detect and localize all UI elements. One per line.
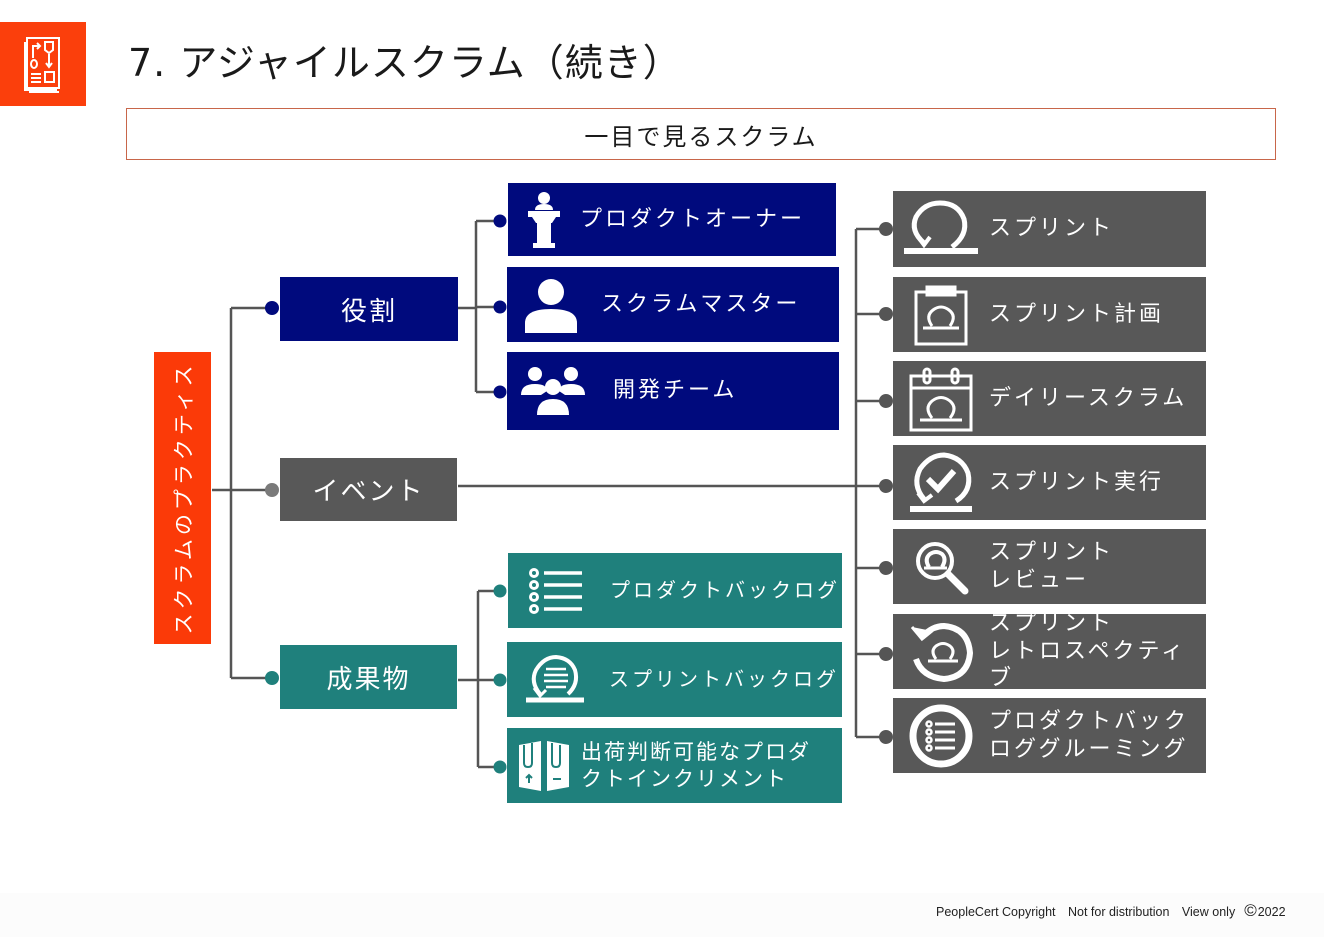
event-backlog-grooming: プロダクトバック ロググルーミング bbox=[893, 698, 1206, 773]
artifact-product-backlog: プロダクトバックログ bbox=[508, 553, 842, 628]
page-title: 7. アジャイルスクラム（続き） bbox=[128, 41, 682, 85]
event-sprint-execution: スプリント実行 bbox=[893, 445, 1206, 520]
roles-branch bbox=[458, 219, 500, 394]
category-artifacts: 成果物 bbox=[280, 645, 457, 709]
magnifier-sprint-icon bbox=[893, 537, 989, 597]
role-development-team-label: 開発チーム bbox=[613, 378, 738, 404]
team-icon bbox=[507, 365, 599, 417]
footer-copyright: PeopleCert Copyright bbox=[936, 905, 1056, 919]
artifact-product-backlog-label: プロダクトバックログ bbox=[610, 578, 840, 602]
events-branch bbox=[458, 227, 886, 739]
category-events-label: イベント bbox=[312, 477, 425, 507]
event-sprint-label: スプリント bbox=[989, 216, 1115, 242]
category-roles-label: 役割 bbox=[340, 296, 397, 327]
category-artifacts-label: 成果物 bbox=[326, 664, 411, 695]
event-backlog-grooming-label: プロダクトバック ロググルーミング bbox=[989, 709, 1190, 762]
diagram-subtitle: 一目で見るスクラム bbox=[126, 108, 1276, 160]
category-events: イベント bbox=[280, 458, 457, 521]
event-sprint-review: スプリント レビュー bbox=[893, 529, 1206, 604]
calendar-sprint-icon bbox=[893, 366, 989, 432]
artifacts-branch bbox=[458, 589, 500, 769]
logo bbox=[0, 22, 86, 106]
footer-year: 2022 bbox=[1257, 905, 1286, 919]
footer-bar bbox=[0, 893, 1324, 937]
event-sprint-retrospective-label: スプリント レトロスペクティブ bbox=[989, 611, 1187, 692]
sprint-loop-icon bbox=[893, 199, 989, 259]
event-sprint-retrospective: スプリント レトロスペクティブ bbox=[893, 611, 1206, 691]
footer-view: View only bbox=[1181, 905, 1236, 919]
event-sprint-review-label: スプリント レビュー bbox=[989, 540, 1115, 593]
role-scrum-master: スクラムマスター bbox=[507, 267, 839, 342]
event-daily-scrum: デイリースクラム bbox=[893, 361, 1206, 436]
event-sprint-planning: スプリント計画 bbox=[893, 277, 1206, 352]
connector-dots bbox=[265, 214, 893, 774]
sprint-check-icon bbox=[893, 451, 989, 515]
footer: PeopleCert Copyright Not for distributio… bbox=[936, 901, 1295, 921]
event-daily-scrum-label: デイリースクラム bbox=[989, 385, 1188, 411]
event-sprint: スプリント bbox=[893, 191, 1206, 267]
list-icon bbox=[508, 567, 604, 615]
podium-icon bbox=[508, 191, 580, 249]
clipboard-sprint-icon bbox=[893, 284, 989, 346]
retrospective-icon bbox=[893, 621, 989, 683]
role-development-team: 開発チーム bbox=[507, 352, 839, 430]
root-label: スクラムのプラクティス bbox=[171, 361, 196, 635]
event-sprint-execution-label: スプリント実行 bbox=[989, 469, 1165, 495]
role-scrum-master-label: スクラムマスター bbox=[601, 291, 801, 317]
subtitle-text: 一目で見るスクラム bbox=[584, 122, 818, 151]
process-document-icon bbox=[24, 37, 60, 93]
category-roles: 役割 bbox=[280, 277, 458, 341]
copyright-icon: © bbox=[1244, 901, 1257, 920]
event-sprint-planning-label: スプリント計画 bbox=[989, 301, 1165, 327]
artifact-sprint-backlog: スプリントバックログ bbox=[507, 642, 842, 717]
backlog-circle-icon bbox=[893, 704, 989, 768]
sprint-backlog-icon bbox=[507, 654, 603, 706]
role-product-owner: プロダクトオーナー bbox=[508, 183, 836, 256]
person-icon bbox=[507, 277, 595, 333]
footer-distribution: Not for distribution bbox=[1068, 905, 1170, 919]
artifact-sprint-backlog-label: スプリントバックログ bbox=[609, 667, 839, 691]
artifact-increment-label: 出荷判断可能なプロダ クトインクリメント bbox=[581, 740, 811, 791]
package-icon bbox=[507, 739, 581, 793]
role-product-owner-label: プロダクトオーナー bbox=[580, 206, 806, 232]
root-node: スクラムのプラクティス bbox=[154, 352, 211, 644]
artifact-increment: 出荷判断可能なプロダ クトインクリメント bbox=[507, 728, 842, 803]
